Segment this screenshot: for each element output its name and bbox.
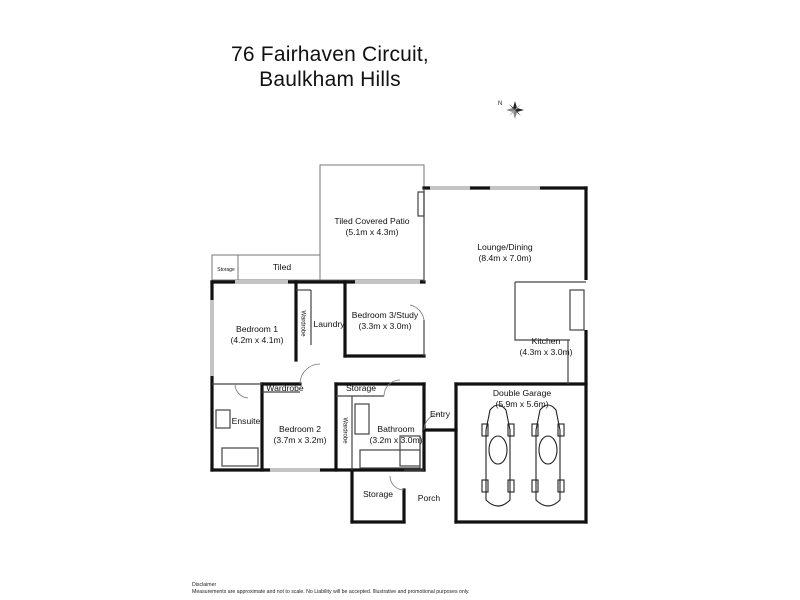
address-line-1: 76 Fairhaven Circuit,	[231, 43, 429, 66]
room-porch: Porch	[417, 493, 441, 503]
car-icon	[531, 404, 565, 507]
compass-rose-icon: N	[498, 101, 524, 119]
room-laundry: Laundry	[313, 319, 345, 329]
svg-text:N: N	[498, 101, 502, 107]
car-icon	[481, 404, 515, 507]
room-entry: Entry	[429, 409, 451, 419]
room-kitchen: Kitchen(4.3m x 3.0m)	[519, 336, 573, 357]
room-wardrobe-laundry: Wardrobe	[299, 310, 306, 337]
room-storage-porch: Storage	[362, 489, 394, 499]
address-line-2: Baulkham Hills	[259, 68, 401, 91]
room-lounge: Lounge/Dining(8.4m x 7.0m)	[477, 242, 533, 263]
room-storage-small: Storage	[217, 267, 235, 273]
room-bedroom-2: Bedroom 2(3.7m x 3.2m)	[273, 424, 327, 445]
room-bedroom-3: Bedroom 3/Study(3.3m x 3.0m)	[351, 310, 419, 331]
room-wardrobe-bed2: Wardrobe	[266, 383, 304, 393]
room-patio: Tiled Covered Patio(5.1m x 4.3m)	[334, 216, 410, 237]
room-double-garage: Double Garage(5.9m x 5.6m)	[492, 388, 552, 409]
room-ensuite: Ensuite	[231, 416, 261, 426]
room-wardrobe-vertical: Wardrobe	[341, 417, 348, 444]
room-bathroom: Bathroom(3.2m x 3.0m)	[369, 424, 423, 445]
room-bedroom-1: Bedroom 1(4.2m x 4.1m)	[230, 324, 284, 345]
room-storage-hall: Storage	[345, 383, 377, 393]
room-tiled: Tiled	[272, 262, 292, 272]
disclaimer: Disclaimer Measurements are approximate …	[192, 582, 470, 595]
